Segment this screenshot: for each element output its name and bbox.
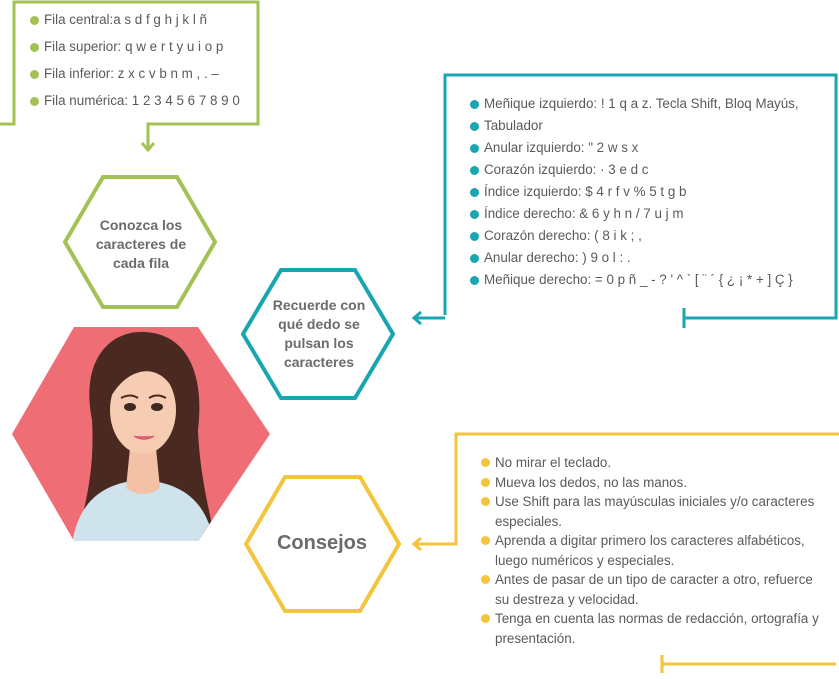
bullet-icon xyxy=(470,188,479,197)
bullet-icon xyxy=(481,477,490,487)
tips-arrow-icon xyxy=(411,536,422,552)
list-item: Mueva los dedos, no las manos. xyxy=(481,473,826,493)
list-item: Índice izquierdo: $ 4 r f v % 5 t g b xyxy=(470,184,830,206)
bullet-icon xyxy=(470,144,479,153)
bullet-icon xyxy=(30,43,39,52)
list-item: Meñique derecho: = 0 p ñ _ - ? ' ^ ` [ ¨… xyxy=(470,272,830,294)
list-item: Fila superior: q w e r t y u i o p xyxy=(30,39,240,66)
bullet-icon xyxy=(30,70,39,79)
rows-box-frame xyxy=(0,0,260,148)
bullet-icon xyxy=(470,276,479,285)
hex-rows xyxy=(62,175,218,309)
bullet-icon xyxy=(481,458,490,467)
fingers-arrow-icon xyxy=(411,310,422,326)
hex-rows-label: Conozca los caracteres de cada fila xyxy=(95,217,187,271)
list-item: Use Shift para las mayúsculas iniciales … xyxy=(481,492,826,531)
bullet-icon xyxy=(470,122,479,131)
list-item: Fila inferior: z x c v b n m , . – xyxy=(30,66,240,93)
list-item: Antes de pasar de un tipo de caracter a … xyxy=(481,570,826,609)
hex-fingers-label: Recuerde con qué dedo se pulsan los cara… xyxy=(272,297,366,370)
list-item: Fila numérica: 1 2 3 4 5 6 7 8 9 0 xyxy=(30,93,240,120)
list-item: Anular izquierdo: " 2 w s x xyxy=(470,140,830,162)
tips-box-frame xyxy=(414,432,839,546)
rows-list: Fila central:a s d f g h j k l ñ Fila su… xyxy=(30,12,240,120)
list-item: No mirar el teclado. xyxy=(481,453,826,473)
fingers-box-frame xyxy=(443,73,838,320)
list-item: Corazón derecho: ( 8 i k ; , xyxy=(470,228,830,250)
bullet-icon xyxy=(481,497,490,506)
tips-list: No mirar el teclado. Mueva los dedos, no… xyxy=(481,453,826,648)
hex-fingers xyxy=(240,268,396,400)
bullet-icon xyxy=(470,232,479,241)
portrait-illustration xyxy=(12,327,270,541)
list-item: Corazón izquierdo: · 3 e d c xyxy=(470,162,830,184)
bullet-icon xyxy=(30,16,39,25)
bullet-icon xyxy=(481,536,490,545)
list-item: Tenga en cuenta las normas de redacción,… xyxy=(481,609,826,648)
list-item: Anular derecho: ) 9 o l : . xyxy=(470,250,830,272)
bullet-icon xyxy=(481,614,490,623)
bullet-icon xyxy=(470,100,479,109)
list-item: Aprenda a digitar primero los caracteres… xyxy=(481,531,826,570)
bullet-icon xyxy=(30,97,39,106)
bullet-icon xyxy=(470,166,479,175)
hex-tips xyxy=(243,475,402,613)
list-item: Índice derecho: & 6 y h n / 7 u j m xyxy=(470,206,830,228)
bullet-icon xyxy=(481,575,490,584)
fingers-list: Meñique izquierdo: ! 1 q a z. Tecla Shif… xyxy=(470,96,830,294)
hex-tips-label: Consejos xyxy=(276,532,368,554)
bullet-icon xyxy=(470,210,479,219)
list-item: Meñique izquierdo: ! 1 q a z. Tecla Shif… xyxy=(470,96,830,118)
list-item: Fila central:a s d f g h j k l ñ xyxy=(30,12,240,39)
list-item: Tabulador xyxy=(470,118,830,140)
rows-arrow-icon xyxy=(140,142,156,153)
bullet-icon xyxy=(470,254,479,263)
